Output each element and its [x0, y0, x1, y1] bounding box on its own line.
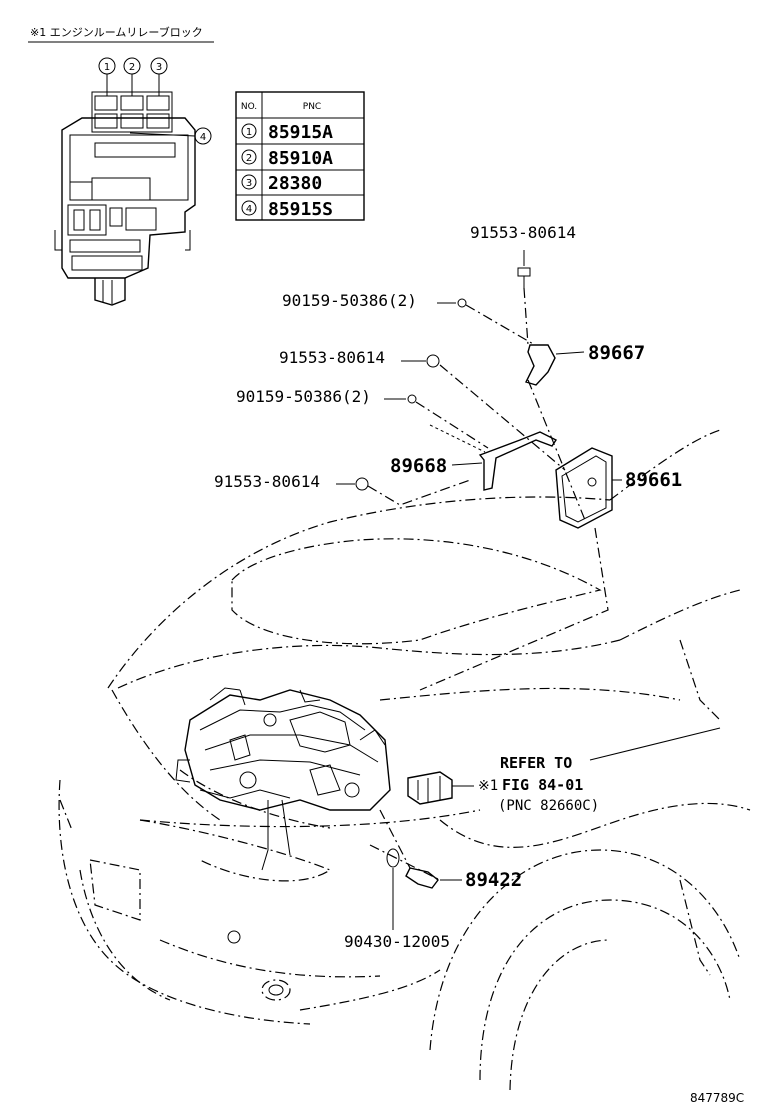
- table-header-pnc: PNC: [303, 102, 321, 112]
- part-label-89667: 89667: [588, 342, 645, 364]
- table-row-no: 3: [246, 178, 252, 189]
- inset-caption: ※1 エンジンルームリレーブロック: [30, 25, 203, 39]
- callout-1: 1: [98, 57, 116, 96]
- refer-line-1: REFER TO: [500, 754, 572, 772]
- engine-assembly: [175, 687, 391, 871]
- table-row-pnc: 28380: [268, 173, 322, 194]
- bolt-91553-low: [336, 477, 471, 506]
- refer-line-3: (PNC 82660C): [498, 798, 599, 814]
- bracket-89668: [451, 431, 558, 491]
- callout-4: 4: [129, 127, 212, 145]
- ecu-89661: [419, 379, 622, 691]
- table-row-no: 4: [246, 204, 252, 215]
- table-row-pnc: 85910A: [268, 148, 333, 169]
- screw-90159-top: [437, 298, 536, 346]
- part-label-89661: 89661: [625, 469, 682, 491]
- part-label-89422: 89422: [465, 869, 522, 891]
- svg-text:3: 3: [156, 62, 162, 73]
- part-label-90159-mid: 90159-50386(2): [236, 387, 371, 406]
- refer-marker: ※1: [478, 778, 498, 794]
- part-label-91553-low: 91553-80614: [214, 472, 320, 491]
- callout-3: 3: [150, 57, 168, 96]
- table-row-pnc: 85915A: [268, 122, 333, 143]
- diagram-code: 847789C: [690, 1091, 744, 1105]
- svg-text:4: 4: [200, 132, 206, 143]
- part-label-91553-top: 91553-80614: [470, 223, 576, 242]
- callout-2: 2: [123, 57, 141, 96]
- svg-text:2: 2: [129, 62, 135, 73]
- sensor-89422: [379, 809, 462, 889]
- table-row-no: 2: [246, 153, 252, 164]
- relay-block-inset: ※1 エンジンルームリレーブロック 1: [28, 25, 365, 306]
- refer-line-2: FIG 84-01: [502, 776, 583, 794]
- screw-90159-mid: [384, 394, 489, 453]
- pnc-table: NO. PNC 1 85915A 2 85910A 3 28380 4 8591…: [235, 91, 365, 221]
- part-label-90430: 90430-12005: [344, 932, 450, 951]
- table-row-no: 1: [246, 127, 252, 138]
- table-row-pnc: 85915S: [268, 199, 333, 220]
- table-header-no: NO.: [241, 102, 257, 112]
- svg-text:1: 1: [104, 62, 110, 73]
- bolt-91553-mid: [401, 354, 566, 471]
- part-label-90159-top: 90159-50386(2): [282, 291, 417, 310]
- bolt-91553-top: [517, 250, 531, 346]
- part-label-91553-mid: 91553-80614: [279, 348, 385, 367]
- bracket-89667: [525, 344, 585, 386]
- relay-block-location: [407, 771, 474, 805]
- seal-90430: [386, 848, 400, 930]
- vehicle-outline: [58, 429, 751, 1091]
- part-label-89668: 89668: [390, 455, 447, 477]
